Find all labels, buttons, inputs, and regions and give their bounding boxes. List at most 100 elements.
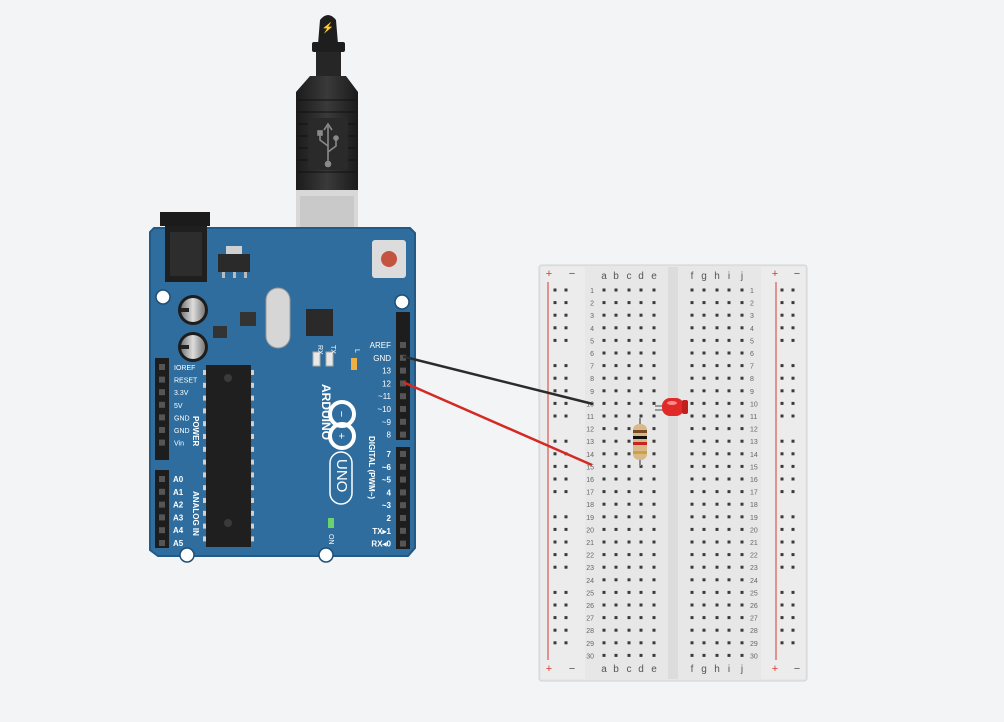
breadboard-hole[interactable] xyxy=(740,477,744,481)
rail-hole[interactable] xyxy=(564,414,568,418)
rail-hole[interactable] xyxy=(791,376,795,380)
breadboard-hole[interactable] xyxy=(727,540,731,544)
breadboard-hole[interactable] xyxy=(690,616,694,620)
breadboard-hole[interactable] xyxy=(652,653,656,657)
breadboard-hole[interactable] xyxy=(602,427,606,431)
breadboard-hole[interactable] xyxy=(740,502,744,506)
breadboard-hole[interactable] xyxy=(614,603,618,607)
breadboard-hole[interactable] xyxy=(727,590,731,594)
breadboard-hole[interactable] xyxy=(614,351,618,355)
breadboard-hole[interactable] xyxy=(602,490,606,494)
breadboard-hole[interactable] xyxy=(690,401,694,405)
breadboard-hole[interactable] xyxy=(690,301,694,305)
rail-hole[interactable] xyxy=(564,616,568,620)
breadboard-hole[interactable] xyxy=(702,565,706,569)
breadboard-hole[interactable] xyxy=(702,338,706,342)
breadboard-hole[interactable] xyxy=(639,553,643,557)
breadboard-hole[interactable] xyxy=(702,452,706,456)
breadboard-hole[interactable] xyxy=(702,427,706,431)
breadboard-hole[interactable] xyxy=(639,641,643,645)
rail-hole[interactable] xyxy=(780,313,784,317)
rail-hole[interactable] xyxy=(553,452,557,456)
rail-hole[interactable] xyxy=(553,490,557,494)
breadboard-hole[interactable] xyxy=(740,540,744,544)
header-pin[interactable] xyxy=(159,476,165,482)
rail-hole[interactable] xyxy=(791,439,795,443)
breadboard-hole[interactable] xyxy=(727,288,731,292)
breadboard-hole[interactable] xyxy=(652,389,656,393)
rail-hole[interactable] xyxy=(791,414,795,418)
rail-hole[interactable] xyxy=(564,364,568,368)
rail-hole[interactable] xyxy=(553,641,557,645)
breadboard-hole[interactable] xyxy=(690,578,694,582)
breadboard-hole[interactable] xyxy=(614,578,618,582)
rail-hole[interactable] xyxy=(564,540,568,544)
breadboard-hole[interactable] xyxy=(740,628,744,632)
breadboard-hole[interactable] xyxy=(702,364,706,368)
breadboard-hole[interactable] xyxy=(740,452,744,456)
breadboard-hole[interactable] xyxy=(639,603,643,607)
breadboard-hole[interactable] xyxy=(627,414,631,418)
rail-hole[interactable] xyxy=(564,515,568,519)
rail-hole[interactable] xyxy=(564,301,568,305)
breadboard-hole[interactable] xyxy=(715,540,719,544)
rail-hole[interactable] xyxy=(564,338,568,342)
rail-hole[interactable] xyxy=(791,590,795,594)
rail-hole[interactable] xyxy=(553,616,557,620)
breadboard-hole[interactable] xyxy=(702,553,706,557)
rail-hole[interactable] xyxy=(553,401,557,405)
breadboard-hole[interactable] xyxy=(715,603,719,607)
breadboard-hole[interactable] xyxy=(727,464,731,468)
breadboard-hole[interactable] xyxy=(602,527,606,531)
breadboard-hole[interactable] xyxy=(627,490,631,494)
rail-hole[interactable] xyxy=(553,603,557,607)
breadboard-hole[interactable] xyxy=(639,288,643,292)
breadboard-hole[interactable] xyxy=(702,540,706,544)
rail-hole[interactable] xyxy=(791,490,795,494)
breadboard-hole[interactable] xyxy=(740,527,744,531)
header-pin[interactable] xyxy=(400,540,406,547)
breadboard-hole[interactable] xyxy=(715,376,719,380)
breadboard-hole[interactable] xyxy=(639,313,643,317)
rail-hole[interactable] xyxy=(553,553,557,557)
breadboard-hole[interactable] xyxy=(627,603,631,607)
rail-hole[interactable] xyxy=(780,565,784,569)
breadboard-hole[interactable] xyxy=(627,502,631,506)
rail-hole[interactable] xyxy=(564,553,568,557)
rail-hole[interactable] xyxy=(564,439,568,443)
breadboard-hole[interactable] xyxy=(614,477,618,481)
breadboard-hole[interactable] xyxy=(652,490,656,494)
breadboard-hole[interactable] xyxy=(740,427,744,431)
breadboard-hole[interactable] xyxy=(715,427,719,431)
breadboard-hole[interactable] xyxy=(614,364,618,368)
rail-hole[interactable] xyxy=(564,490,568,494)
rail-hole[interactable] xyxy=(791,401,795,405)
breadboard-hole[interactable] xyxy=(639,616,643,620)
rail-hole[interactable] xyxy=(791,464,795,468)
breadboard-hole[interactable] xyxy=(702,653,706,657)
breadboard-hole[interactable] xyxy=(690,653,694,657)
breadboard-hole[interactable] xyxy=(652,540,656,544)
breadboard-hole[interactable] xyxy=(740,603,744,607)
breadboard-hole[interactable] xyxy=(702,301,706,305)
breadboard-hole[interactable] xyxy=(702,515,706,519)
breadboard-hole[interactable] xyxy=(727,326,731,330)
rail-hole[interactable] xyxy=(791,338,795,342)
rail-hole[interactable] xyxy=(791,389,795,393)
breadboard-hole[interactable] xyxy=(614,389,618,393)
header-pin[interactable] xyxy=(400,393,406,400)
breadboard-hole[interactable] xyxy=(627,439,631,443)
breadboard-hole[interactable] xyxy=(715,502,719,506)
rail-hole[interactable] xyxy=(553,301,557,305)
header-pin[interactable] xyxy=(159,501,165,508)
breadboard-hole[interactable] xyxy=(627,427,631,431)
breadboard-hole[interactable] xyxy=(627,628,631,632)
breadboard-hole[interactable] xyxy=(690,641,694,645)
breadboard-hole[interactable] xyxy=(614,427,618,431)
rail-hole[interactable] xyxy=(791,288,795,292)
header-pin[interactable] xyxy=(400,367,406,374)
breadboard-hole[interactable] xyxy=(715,464,719,468)
breadboard-hole[interactable] xyxy=(702,477,706,481)
breadboard-hole[interactable] xyxy=(652,376,656,380)
header-pin[interactable] xyxy=(159,439,165,446)
